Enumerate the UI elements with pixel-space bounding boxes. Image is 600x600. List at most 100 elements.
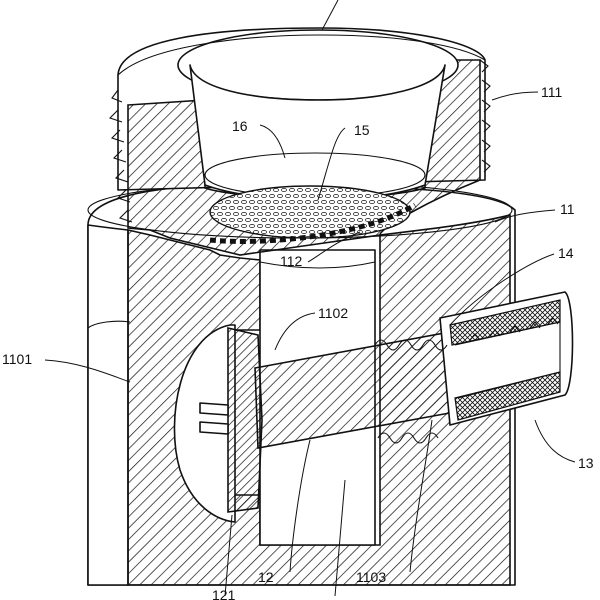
- filter-hole: [269, 194, 275, 198]
- filter-hole: [245, 194, 251, 198]
- filter-hole: [301, 218, 307, 222]
- filter-hole: [273, 200, 279, 204]
- filter-hole: [269, 218, 275, 222]
- filter-hole: [301, 194, 307, 198]
- filter-hole: [245, 218, 251, 222]
- filter-hole: [309, 194, 315, 198]
- filter-hole: [337, 188, 343, 192]
- filter-hole: [221, 218, 227, 222]
- filter-hole: [301, 206, 307, 210]
- filter-hole: [261, 230, 267, 234]
- filter-hole: [225, 200, 231, 204]
- filter-hole: [317, 206, 323, 210]
- filter-hole: [369, 200, 375, 204]
- filter-hole: [309, 206, 315, 210]
- filter-hole: [281, 224, 287, 228]
- filter-hole: [289, 212, 295, 216]
- filter-hole: [313, 188, 319, 192]
- filter-hole: [301, 230, 307, 234]
- filter-hole: [385, 224, 391, 228]
- outer-side-face: [87, 224, 129, 586]
- filter-hole: [293, 218, 299, 222]
- filter-hole: [329, 224, 335, 228]
- filter-hole: [277, 230, 283, 234]
- filter-hole: [273, 224, 279, 228]
- filter-hole: [297, 200, 303, 204]
- filter-hole: [329, 188, 335, 192]
- filter-hole: [313, 224, 319, 228]
- filter-hole: [233, 212, 239, 216]
- filter-hole: [353, 212, 359, 216]
- filter-hole: [217, 212, 223, 216]
- filter-hole: [333, 218, 339, 222]
- filter-hole: [277, 218, 283, 222]
- filter-hole: [377, 224, 383, 228]
- filter-hole: [313, 200, 319, 204]
- filter-hole: [329, 212, 335, 216]
- filter-hole: [269, 206, 275, 210]
- label-1103: 1103: [356, 569, 386, 585]
- filter-hole: [213, 206, 219, 210]
- filter-hole: [293, 230, 299, 234]
- filter-hole: [397, 206, 403, 210]
- filter-hole: [365, 218, 371, 222]
- filter-hole: [289, 224, 295, 228]
- filter-hole: [257, 212, 263, 216]
- filter-hole: [289, 200, 295, 204]
- label-1101: 1101: [2, 351, 32, 367]
- filter-hole: [297, 188, 303, 192]
- filter-hole: [221, 206, 227, 210]
- thread-teeth: [469, 317, 559, 341]
- filter-hole: [325, 218, 331, 222]
- filter-hole: [393, 200, 399, 204]
- filter-hole: [225, 212, 231, 216]
- filter-hole: [241, 212, 247, 216]
- filter-hole: [361, 200, 367, 204]
- cap-thread-left: [108, 89, 133, 223]
- filter-hole: [285, 230, 291, 234]
- filter-hole: [261, 218, 267, 222]
- filter-hole: [257, 224, 263, 228]
- filter-hole: [349, 194, 355, 198]
- filter-hole: [305, 212, 311, 216]
- filter-hole: [305, 200, 311, 204]
- filter-hole: [321, 224, 327, 228]
- filter-hole: [229, 218, 235, 222]
- seal-ring: [209, 202, 417, 244]
- cap-thread-right: [479, 59, 491, 173]
- filter-hole: [313, 212, 319, 216]
- filter-hole: [289, 188, 295, 192]
- filter-hole: [245, 206, 251, 210]
- filter-hole: [317, 218, 323, 222]
- label-12: 12: [258, 569, 274, 585]
- filter-hole: [321, 212, 327, 216]
- filter-hole: [349, 206, 355, 210]
- label-11: 11: [560, 201, 575, 217]
- filter-hole: [210, 212, 215, 216]
- filter-hole: [409, 212, 410, 216]
- filter-hole: [381, 206, 387, 210]
- filter-hole: [229, 206, 235, 210]
- filter-hole: [349, 218, 355, 222]
- filter-hole: [261, 194, 267, 198]
- filter-hole: [261, 206, 267, 210]
- filter-hole: [357, 206, 363, 210]
- filter-hole: [237, 206, 243, 210]
- filter-hole: [325, 206, 331, 210]
- filter-hole: [357, 230, 363, 234]
- filter-hole: [277, 206, 283, 210]
- filter-hole: [345, 212, 351, 216]
- label-121: 121: [212, 587, 236, 600]
- label-16: 16: [232, 118, 248, 134]
- valve-head: [227, 326, 263, 513]
- filter-hole: [253, 206, 259, 210]
- filter-hole: [241, 200, 247, 204]
- filter-hole: [353, 200, 359, 204]
- filter-hole: [337, 212, 343, 216]
- filter-hole: [297, 224, 303, 228]
- label-15: 15: [354, 122, 370, 138]
- filter-hole: [365, 194, 371, 198]
- filter-hole: [273, 188, 279, 192]
- filter-hole: [333, 194, 339, 198]
